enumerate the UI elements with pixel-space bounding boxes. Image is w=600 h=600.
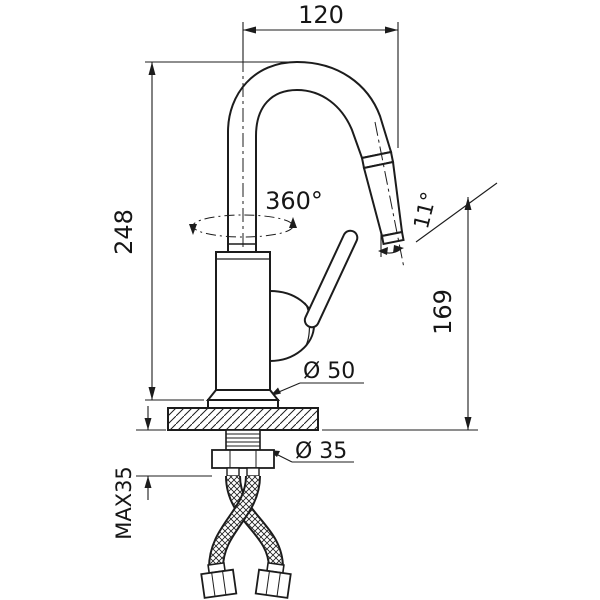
max-thickness-label: MAX35 [112,466,136,540]
supply-hoses [208,475,284,569]
hose-nut-left [200,561,238,599]
threaded-shank [225,429,261,451]
spout-angle-label: 11° [409,189,441,231]
mounting-deck [167,407,319,431]
hose-stub-right [246,467,260,477]
faucet-nozzle [360,150,405,246]
faucet-body [215,251,271,391]
swivel-arrows [189,217,297,235]
base-flange [205,389,281,401]
handle-lever [303,229,359,329]
faucet-spout [227,60,393,255]
base-ring [207,399,279,409]
mounting-nut [211,449,275,469]
shank-diameter-label: Ø 35 [295,439,347,464]
base-diameter-label: Ø 50 [303,359,355,384]
hose-nut-right [254,561,292,599]
swivel-angle-label: 360° [265,187,323,215]
dim-248-label: 248 [110,209,138,255]
dim-169-label: 169 [429,289,457,335]
hose-stub-left [226,467,240,477]
dimension-labels: 120 248 169 360° 11° Ø 50 Ø 35 MAX35 [110,1,457,540]
dim-120-label: 120 [298,1,344,29]
